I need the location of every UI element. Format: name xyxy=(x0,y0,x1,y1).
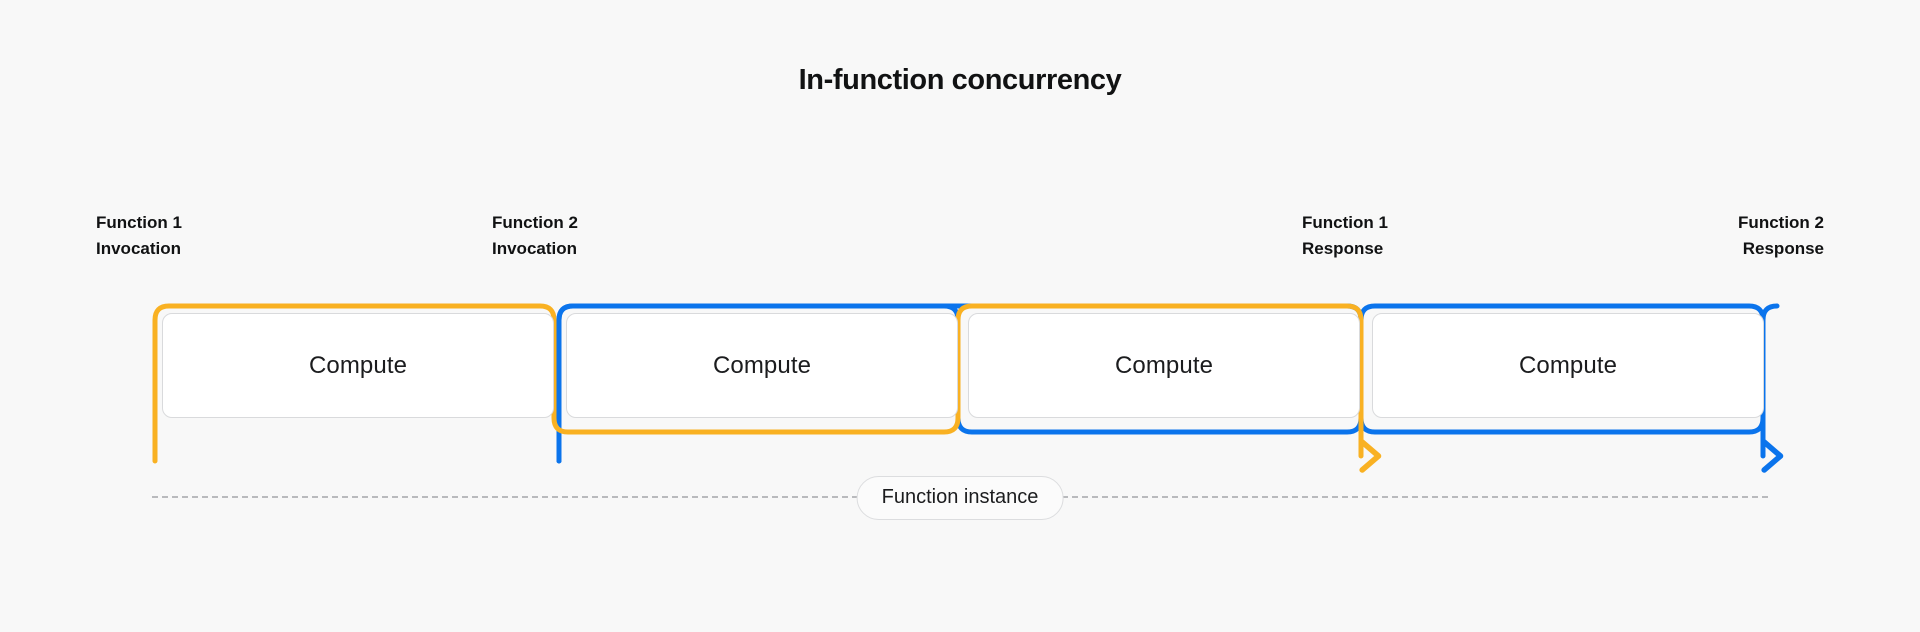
page-title: In-function concurrency xyxy=(798,64,1122,96)
stage-label-line-2: Invocation xyxy=(492,239,578,259)
stage-label-line-1: Function 2 xyxy=(492,213,578,232)
compute-block-label: Compute xyxy=(308,351,408,379)
stage-label-line-2: Response xyxy=(1302,239,1384,259)
compute-block-label: Compute xyxy=(1518,351,1618,379)
stage-label-line-1: Function 2 xyxy=(1738,213,1824,232)
stage-label-function-2-response: Function 2 Response xyxy=(1738,210,1824,263)
stage-label-function-2-invocation: Function 2 Invocation xyxy=(492,210,578,263)
compute-block-label: Compute xyxy=(712,351,812,379)
stage-label-function-1-response: Function 1 Response xyxy=(1302,210,1388,263)
stage-label-line-2: Response xyxy=(1742,239,1824,259)
stage-label-line-2: Invocation xyxy=(96,239,182,259)
compute-block: Compute xyxy=(566,313,958,418)
stage-label-function-1-invocation: Function 1 Invocation xyxy=(96,210,182,263)
function-instance-badge: Function instance xyxy=(856,476,1064,520)
compute-block: Compute xyxy=(1372,313,1764,418)
stage-label-line-1: Function 1 xyxy=(1302,213,1388,232)
stage-label-line-1: Function 1 xyxy=(96,213,182,232)
compute-block: Compute xyxy=(968,313,1360,418)
compute-block-label: Compute xyxy=(1114,351,1214,379)
compute-block: Compute xyxy=(162,313,554,418)
